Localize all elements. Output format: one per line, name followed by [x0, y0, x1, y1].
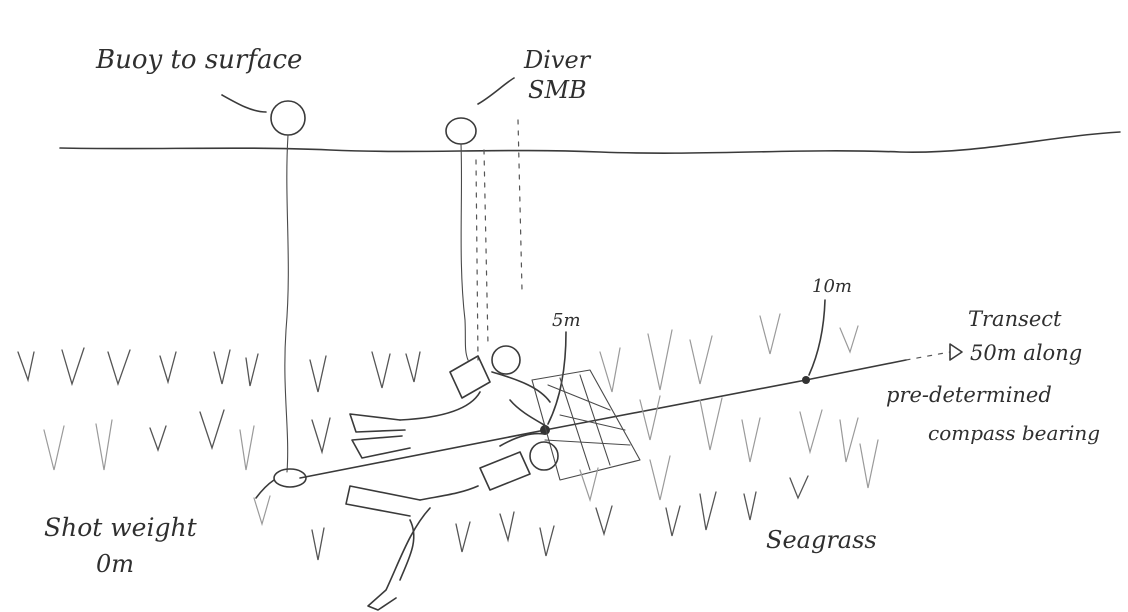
buoy-label: Buoy to surface [95, 45, 302, 75]
seagrass-tufts [17, 347, 809, 561]
transect-label-line1: Transect [968, 307, 1062, 331]
transect-label-line2: 50m along [970, 341, 1082, 365]
buoy-pointer-line [221, 94, 267, 113]
diver-lower [345, 432, 559, 611]
water-surface-line [59, 131, 1121, 154]
seagrass-tufts-light [43, 313, 879, 527]
smb-dashed-line-2 [517, 119, 523, 291]
pointer-10m [808, 299, 826, 376]
diver-smb-label-line1: Diver [523, 46, 592, 74]
diver-upper [349, 345, 551, 459]
diver-smb-float [445, 117, 477, 145]
five-m-label: 5m [552, 310, 581, 331]
smb-line [460, 143, 469, 361]
marker-5m [540, 425, 550, 435]
smb-pointer-line [477, 77, 515, 105]
diver-smb-label-line2: SMB [528, 76, 587, 104]
transect-label-line4: compass bearing [928, 421, 1100, 445]
transect-line [299, 359, 907, 479]
seagrass-label: Seagrass [766, 526, 877, 554]
surface-buoy [270, 100, 306, 136]
buoy-rope [284, 134, 289, 473]
smb-dashed-line-3 [475, 159, 479, 361]
shot-weight-label-line2: 0m [96, 550, 134, 578]
pointer-5m [547, 331, 567, 425]
shot-weight [273, 468, 307, 488]
smb-dashed-line-1 [483, 149, 489, 346]
transect-arrowhead [949, 343, 963, 361]
shot-weight-label-line1: Shot weight [44, 513, 198, 542]
shot-weight-pointer [255, 479, 275, 499]
transect-continuation [905, 351, 951, 361]
marker-10m [802, 376, 810, 384]
transect-label-line3: pre-determined [886, 383, 1052, 407]
ten-m-label: 10m [812, 276, 852, 297]
quadrat-frame [531, 369, 641, 481]
